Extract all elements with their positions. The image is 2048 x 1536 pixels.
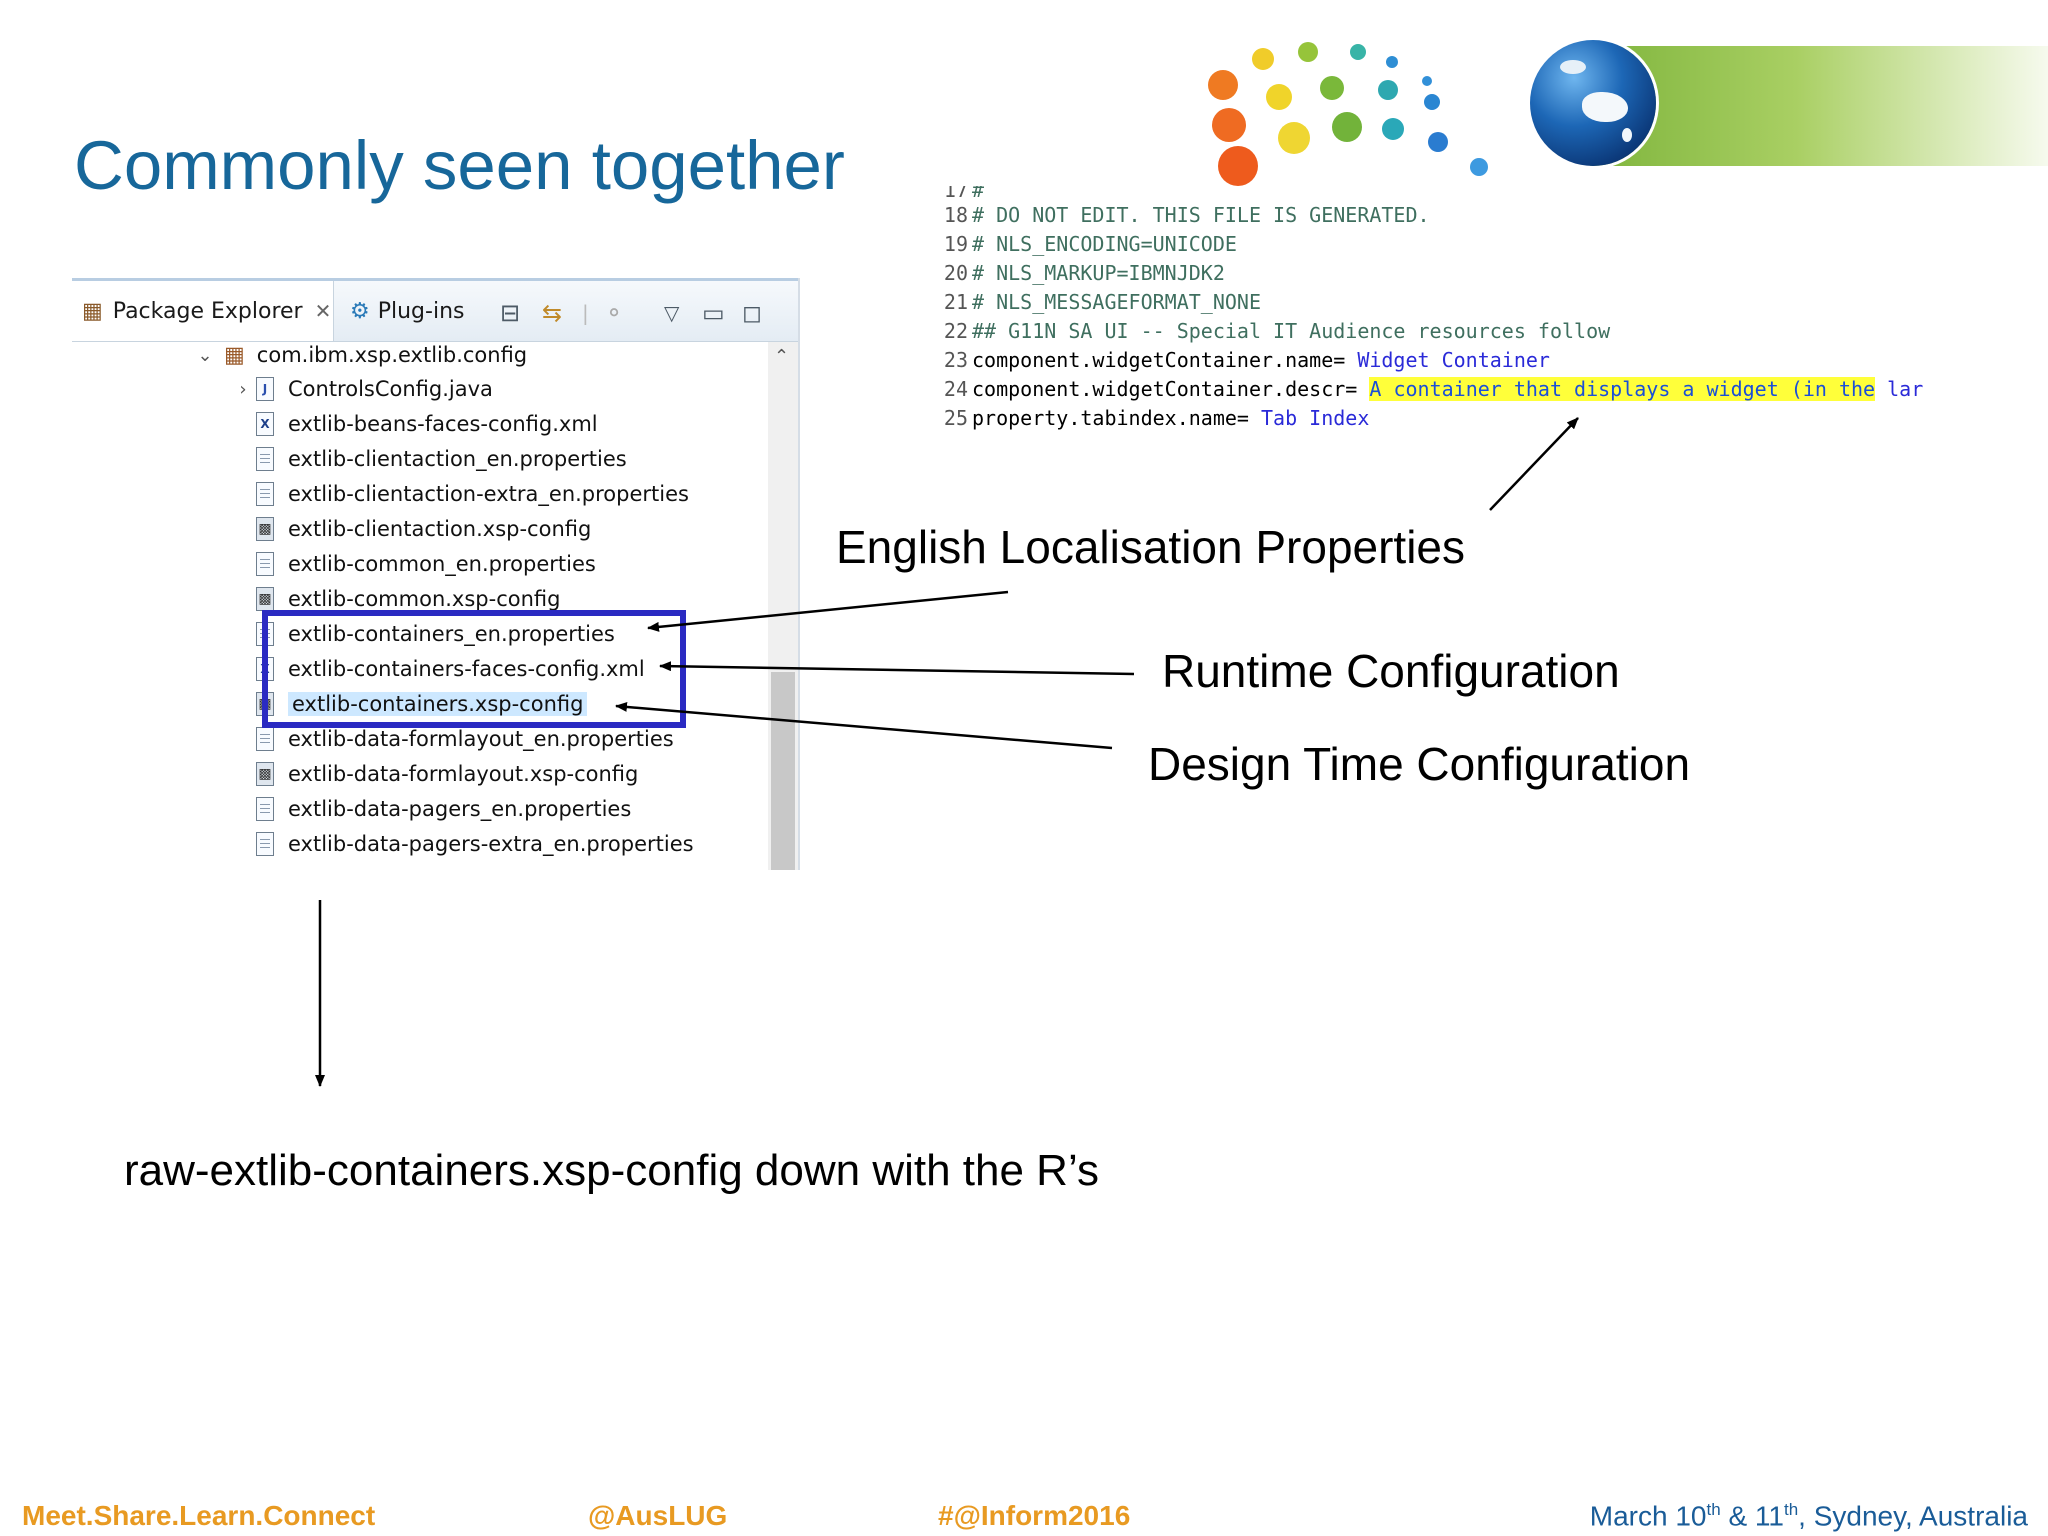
arrow-to-xsp-config	[615, 701, 1113, 750]
code-line: 21# NLS_MESSAGEFORMAT_NONE	[943, 290, 1261, 314]
filter-icon[interactable]: ⚬	[604, 299, 625, 327]
java-file-icon: J	[256, 377, 274, 401]
minimize-icon[interactable]: ▭	[702, 299, 725, 327]
xsp-config-file-icon: ▩	[256, 587, 274, 611]
xsp-config-file-icon: ▩	[256, 762, 274, 786]
tree-scrollbar[interactable]: ⌃	[768, 342, 798, 870]
arrow-to-code-highlight	[1489, 417, 1579, 511]
tree-item-label: extlib-common_en.properties	[288, 552, 596, 576]
chevron-down-icon[interactable]: ⌄	[197, 344, 213, 366]
collapse-all-icon[interactable]: ⊟	[500, 299, 521, 327]
toolbar-separator: |	[582, 301, 589, 325]
close-tab-icon[interactable]: ✕	[314, 299, 332, 323]
plugins-icon: ⚙	[350, 298, 370, 324]
tree-row[interactable]: X extlib-beans-faces-config.xml	[256, 407, 598, 441]
tree-item-label: extlib-beans-faces-config.xml	[288, 412, 598, 436]
brand-band	[1590, 46, 2048, 166]
footer-date: March 10th & 11th, Sydney, Australia	[1589, 1500, 2028, 1532]
code-line: 20# NLS_MARKUP=IBMNJDK2	[943, 261, 1225, 285]
tree-item-label: extlib-clientaction_en.properties	[288, 447, 627, 471]
view-menu-icon[interactable]: ▽	[664, 301, 680, 325]
tree-item-label: extlib-clientaction-extra_en.properties	[288, 482, 689, 506]
maximize-icon[interactable]: ◻	[742, 299, 762, 327]
code-line: 19# NLS_ENCODING=UNICODE	[943, 232, 1237, 256]
footer-handle: @AusLUG	[588, 1500, 728, 1531]
label-english-localisation: English Localisation Properties	[836, 521, 1466, 573]
arrow-to-properties-file	[647, 590, 1009, 632]
slide-caption: raw-extlib-containers.xsp-config down wi…	[124, 1146, 1099, 1195]
tree-item-label: extlib-data-pagers-extra_en.properties	[288, 832, 694, 856]
tree-item-label: extlib-clientaction.xsp-config	[288, 517, 592, 541]
tree-item-label: extlib-common.xsp-config	[288, 587, 561, 611]
tree-item-label: extlib-containers-faces-config.xml	[288, 657, 645, 681]
label-design-time-configuration: Design Time Configuration	[1148, 738, 1691, 790]
slide-footer: Meet.Share.Learn.Connect @AusLUG #@Infor…	[0, 1496, 2048, 1536]
code-line: 18# DO NOT EDIT. THIS FILE IS GENERATED.	[943, 203, 1430, 227]
label-runtime-configuration: Runtime Configuration	[1162, 645, 1620, 697]
tab-plugins[interactable]: ⚙ Plug-ins	[342, 281, 464, 341]
tree-row[interactable]: extlib-containers_en.properties	[256, 617, 615, 651]
chevron-right-icon[interactable]: ›	[239, 378, 247, 400]
tree-row[interactable]: extlib-data-formlayout_en.properties	[256, 722, 674, 756]
tree-item-label: ControlsConfig.java	[288, 377, 493, 401]
tree-row[interactable]: › J ControlsConfig.java	[230, 372, 493, 406]
footer-hashtag: #@Inform2016	[938, 1500, 1131, 1531]
tree-item-label: extlib-data-pagers_en.properties	[288, 797, 632, 821]
tree-package-row[interactable]: ⌄ ▦ com.ibm.xsp.extlib.config	[192, 338, 527, 372]
globe-logo	[1530, 40, 1656, 166]
tree-row[interactable]: ▩ extlib-clientaction.xsp-config	[256, 512, 591, 546]
tree-row[interactable]: ▩ extlib-data-formlayout.xsp-config	[256, 757, 638, 791]
properties-file-icon	[256, 832, 274, 856]
code-line-partial: 17#	[943, 186, 985, 202]
package-explorer-icon: ▦	[82, 298, 103, 324]
properties-code-panel: 17# 18# DO NOT EDIT. THIS FILE IS GENERA…	[924, 186, 2048, 436]
tree-row[interactable]: ▩ extlib-common.xsp-config	[256, 582, 560, 616]
tree-row[interactable]: extlib-data-pagers-extra_en.properties	[256, 827, 694, 861]
tab-package-explorer[interactable]: ▦ Package Explorer ✕	[72, 281, 334, 341]
scroll-up-icon[interactable]: ⌃	[774, 346, 790, 367]
properties-file-icon	[256, 447, 274, 471]
properties-file-icon	[256, 482, 274, 506]
tree-item-label: extlib-containers.xsp-config	[288, 692, 588, 716]
properties-file-icon	[256, 797, 274, 821]
tree-item-label: extlib-data-formlayout.xsp-config	[288, 762, 639, 786]
brand-dots-logo	[1196, 40, 1536, 190]
properties-file-icon	[256, 552, 274, 576]
code-line: 22## G11N SA UI -- Special IT Audience r…	[943, 319, 1611, 343]
tree-row[interactable]: extlib-clientaction-extra_en.properties	[256, 477, 689, 511]
tab-package-explorer-label: Package Explorer	[112, 298, 303, 324]
tree-item-label: extlib-containers_en.properties	[288, 622, 615, 646]
footer-tagline: Meet.Share.Learn.Connect	[22, 1500, 376, 1531]
tab-plugins-label: Plug-ins	[377, 298, 465, 324]
tree-row[interactable]: extlib-common_en.properties	[256, 547, 596, 581]
tree-row[interactable]: extlib-clientaction_en.properties	[256, 442, 627, 476]
package-explorer-tabbar: ▦ Package Explorer ✕ ⚙ Plug-ins ⊟ ⇆ | ⚬ …	[72, 278, 798, 342]
scroll-thumb[interactable]	[771, 672, 795, 870]
highlight-box	[262, 610, 686, 728]
package-name: com.ibm.xsp.extlib.config	[256, 343, 528, 367]
package-icon: ▦	[224, 342, 245, 368]
tree-item-label: extlib-data-formlayout_en.properties	[288, 727, 674, 751]
package-explorer-panel: ▦ Package Explorer ✕ ⚙ Plug-ins ⊟ ⇆ | ⚬ …	[72, 278, 800, 870]
slide-title: Commonly seen together	[74, 127, 845, 204]
xsp-config-file-icon: ▩	[256, 517, 274, 541]
tree-row[interactable]: extlib-data-pagers_en.properties	[256, 792, 631, 826]
link-with-editor-icon[interactable]: ⇆	[542, 299, 563, 327]
xml-file-icon: X	[256, 412, 274, 436]
arrow-to-faces-config	[659, 661, 1135, 676]
